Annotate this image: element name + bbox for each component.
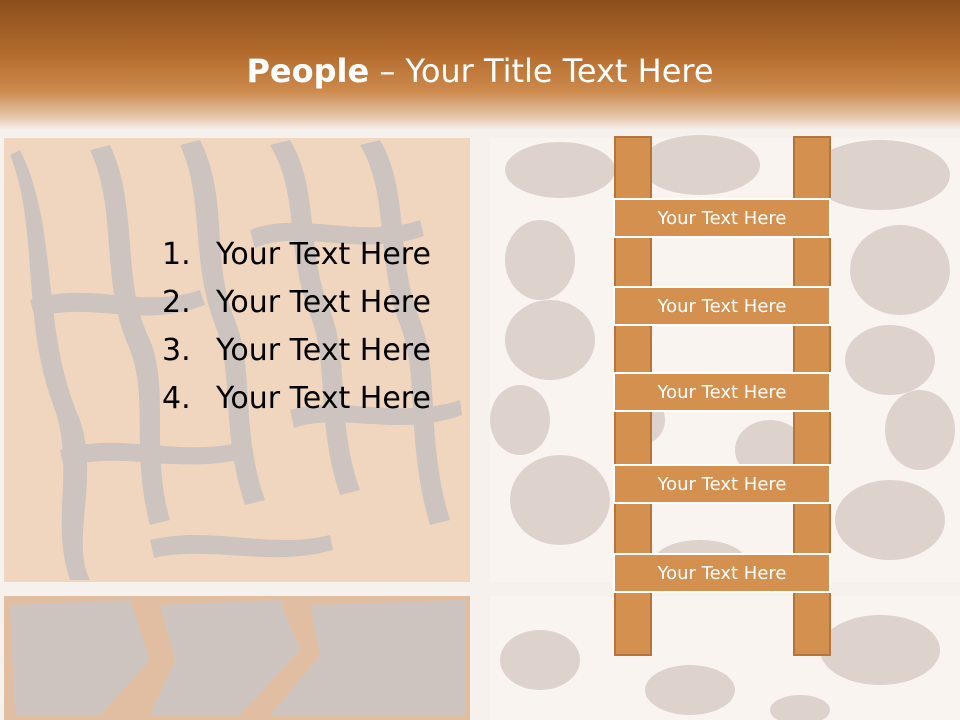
- giraffe-panel: [4, 596, 470, 720]
- list-text: Your Text Here: [216, 333, 431, 368]
- slide-title: People – Your Title Text Here: [0, 52, 960, 90]
- list-number: 1.: [162, 237, 191, 272]
- ladder-rung-label[interactable]: Your Text Here: [613, 198, 831, 238]
- cow-spot-panel-bottom: [490, 596, 960, 720]
- list-number: 3.: [162, 333, 191, 368]
- list-number: 2.: [162, 285, 191, 320]
- ladder-rung-label[interactable]: Your Text Here: [613, 553, 831, 593]
- tiger-stripe-panel: [4, 138, 470, 582]
- ladder-rung-label[interactable]: Your Text Here: [613, 286, 831, 326]
- list-text: Your Text Here: [216, 381, 431, 416]
- ladder-rung-label[interactable]: Your Text Here: [613, 464, 831, 504]
- list-text: Your Text Here: [216, 285, 431, 320]
- list-number: 4.: [162, 381, 191, 416]
- ladder-rung-label[interactable]: Your Text Here: [613, 372, 831, 412]
- list-item: 2. Your Text Here: [162, 282, 431, 330]
- list-item: 4. Your Text Here: [162, 378, 431, 426]
- list-text: Your Text Here: [216, 237, 431, 272]
- list-item: 3. Your Text Here: [162, 330, 431, 378]
- title-bar: [0, 0, 960, 130]
- list-item: 1. Your Text Here: [162, 234, 431, 282]
- title-bold: People: [246, 52, 370, 90]
- numbered-list: 1. Your Text Here 2. Your Text Here 3. Your…: [162, 234, 431, 426]
- title-rest: – Your Title Text Here: [369, 52, 714, 90]
